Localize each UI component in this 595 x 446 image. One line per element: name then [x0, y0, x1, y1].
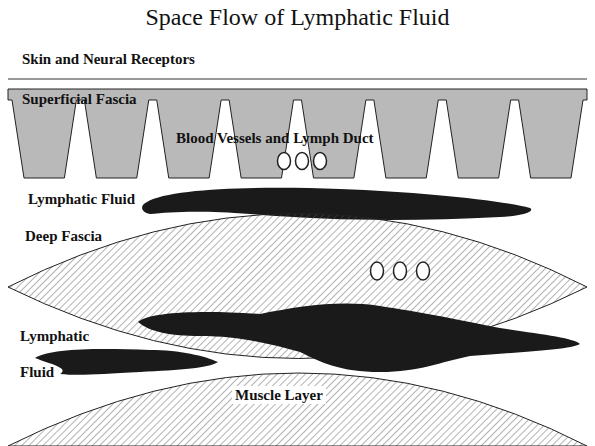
vessel-circles [371, 262, 430, 280]
muscle-layer-mound: Muscle Layer [0, 372, 595, 446]
vessel-circles [278, 153, 327, 170]
layer-label: Blood Vessels and Lymph Duct [176, 129, 374, 147]
skin-band: Skin and Neural Receptors [0, 40, 595, 78]
fluid-label: Lymphatic Fluid [28, 190, 135, 208]
deep-fascia-lens: Deep Fascia [0, 213, 595, 358]
superficial-fascia-band: Superficial FasciaBlood Vessels and Lymp… [0, 80, 595, 180]
layer-label: Deep Fascia [22, 227, 105, 245]
layer-label: Skin and Neural Receptors [22, 50, 195, 68]
superficial-fascia-band [8, 89, 587, 178]
lymphatic-fluid-blob [35, 349, 218, 375]
layer-label: Muscle Layer [232, 386, 326, 404]
diagram-title: Space Flow of Lymphatic Fluid [0, 3, 595, 31]
skin-line [8, 79, 587, 80]
fluid-label: Lymphatic Fluid [20, 318, 100, 390]
layer-label: Superficial Fascia [22, 90, 137, 108]
muscle-layer-mound [8, 373, 587, 446]
